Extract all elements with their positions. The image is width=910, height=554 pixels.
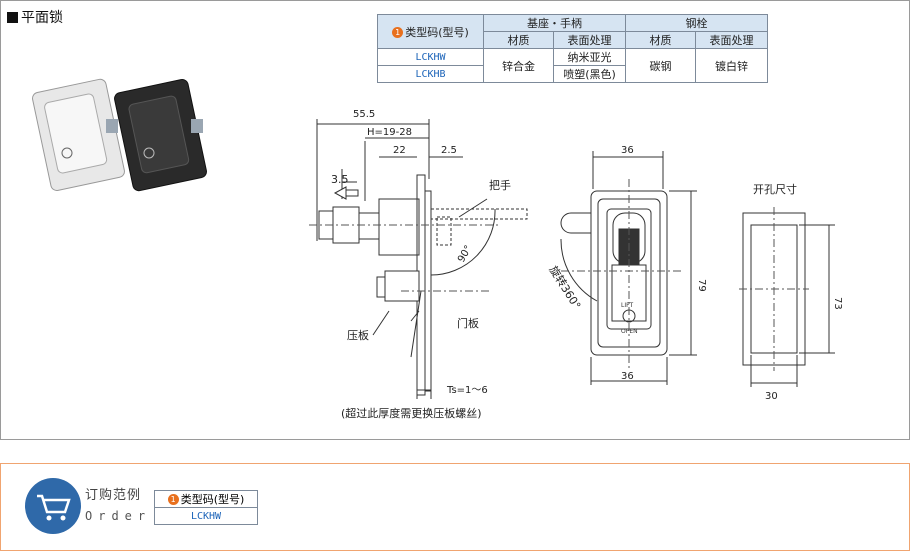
front-view (560, 151, 697, 385)
base-surface-cell: 喷塑(黑色) (553, 65, 626, 83)
dim-total: 55.5 (353, 109, 375, 120)
front-height: 79 (696, 279, 707, 292)
base-surface-header: 表面处理 (553, 31, 626, 49)
door-plate-label: 门板 (457, 316, 479, 330)
side-view (309, 119, 528, 399)
open-text: OPEN (621, 328, 638, 335)
dim-22: 22 (393, 145, 406, 156)
group-base-header: 基座・手柄 (483, 14, 626, 32)
angle-label: 90° (456, 244, 474, 265)
technical-drawing: 55.5 H=19-28 22 2.5 3.5 把手 90° 压板 门板 Ts=… (32, 78, 843, 420)
dim-3-5: 3.5 (331, 173, 349, 186)
ts-label: Ts=1～6 (446, 385, 488, 396)
handle-label: 把手 (489, 178, 511, 192)
order-code-cell: LCKHW (154, 507, 258, 525)
order-subtitle: Order (85, 509, 152, 523)
cutout-height: 73 (832, 297, 843, 310)
code-cell: LCKHB (377, 65, 484, 83)
badge-one-icon: 1 (167, 494, 179, 505)
badge-one-icon: 1 (392, 26, 404, 38)
dim-h: H=19-28 (367, 127, 412, 138)
black-lock-photo (114, 79, 207, 192)
cutout-view (739, 207, 835, 387)
dim-2-5: 2.5 (441, 145, 457, 156)
shopping-cart-icon (25, 478, 81, 534)
bolt-material-header: 材质 (625, 31, 696, 49)
cutout-title: 开孔尺寸 (753, 182, 797, 196)
page-title: 平面锁 (7, 7, 63, 27)
white-lock-photo (32, 78, 125, 191)
press-plate-label: 压板 (347, 328, 369, 342)
front-width-bottom: 36 (621, 371, 634, 382)
rotate-label: 旋转360° (546, 263, 584, 312)
title-square-icon (7, 11, 18, 23)
cutout-width: 30 (765, 391, 778, 402)
base-material-header: 材质 (483, 31, 554, 49)
order-title: 订购范例 (85, 488, 142, 503)
front-width-top: 36 (621, 145, 634, 156)
base-material-cell: 锌合金 (483, 48, 554, 83)
bolt-surface-cell: 镀白锌 (695, 48, 768, 83)
thickness-note: (超过此厚度需更换压板螺丝) (341, 406, 482, 420)
lift-text: LIFT (621, 302, 633, 309)
